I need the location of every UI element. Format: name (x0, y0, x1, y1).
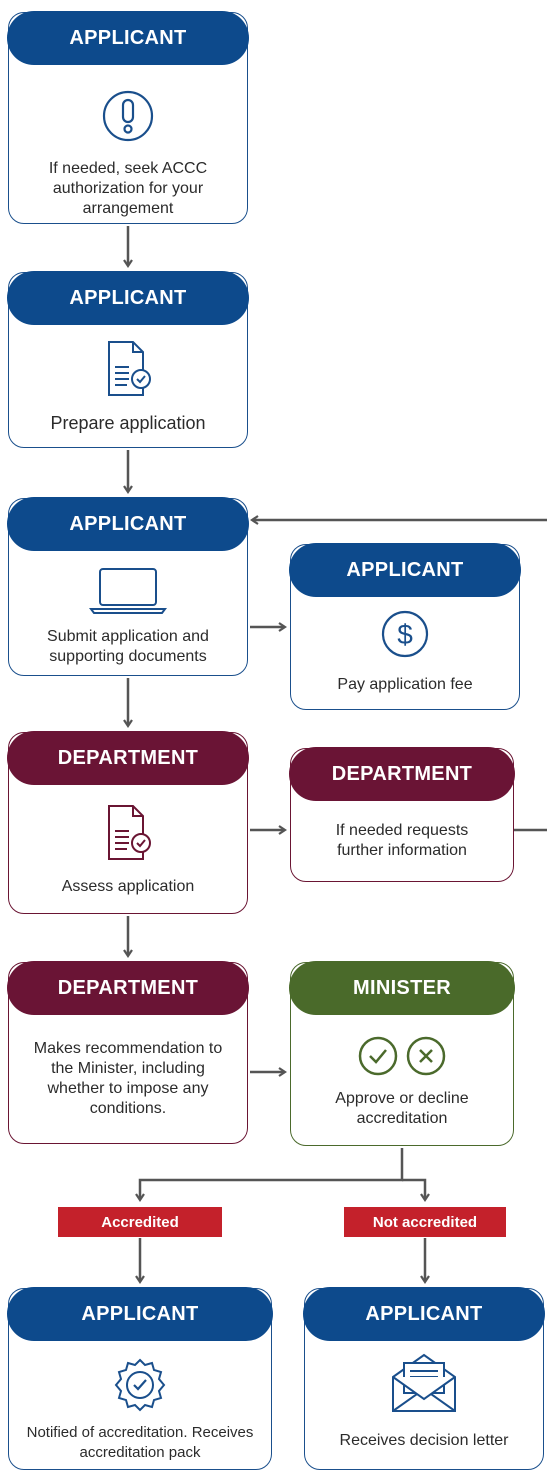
step-card-make-recommendation: DEPARTMENT Makes recommendation to the M… (7, 961, 249, 1144)
card-header: DEPARTMENT (7, 731, 249, 785)
card-text: Prepare application (50, 413, 206, 433)
step-card-notified-accreditation: APPLICANT Notified of accreditation. Rec… (7, 1287, 273, 1470)
svg-text:$: $ (397, 619, 413, 650)
step-card-pay-fee: APPLICANT $ Pay application fee (289, 543, 521, 710)
card-text: Pay application fee (337, 676, 473, 693)
dollar-circle-icon: $ (381, 610, 429, 658)
badge-accredited: Accredited (58, 1207, 222, 1237)
card-text: Receives decision letter (339, 1432, 509, 1449)
card-text: Makes recommendation to the Minister, in… (33, 1040, 223, 1117)
certificate-badge-icon (114, 1358, 166, 1412)
card-header: MINISTER (289, 961, 515, 1015)
step-card-prepare-application: APPLICANT Prepare application (7, 271, 249, 448)
card-header: APPLICANT (7, 271, 249, 325)
laptop-icon (89, 568, 167, 614)
step-card-submit-application: APPLICANT Submit application and support… (7, 497, 249, 676)
card-header: APPLICANT (289, 543, 521, 597)
step-card-assess-application: DEPARTMENT Assess application (7, 731, 249, 914)
card-header: DEPARTMENT (289, 747, 515, 801)
card-text: Notified of accreditation. Receives accr… (26, 1424, 254, 1461)
step-card-decision-letter: APPLICANT Receives decision letter (303, 1287, 545, 1470)
envelope-letter-icon (392, 1353, 456, 1412)
step-card-request-information: DEPARTMENT If needed requests further in… (289, 747, 515, 882)
card-header: APPLICANT (7, 497, 249, 551)
cross-circle-icon (406, 1036, 446, 1076)
step-card-seek-authorization: APPLICANT If needed, seek ACCC authoriza… (7, 11, 249, 224)
card-header: APPLICANT (7, 11, 249, 65)
card-text: Submit application and supporting docume… (47, 628, 209, 665)
check-circle-icon (358, 1036, 398, 1076)
document-check-icon (108, 341, 151, 396)
card-text: If needed, seek ACCC authorization for y… (48, 160, 208, 217)
card-text: If needed requests further information (335, 822, 469, 859)
card-text: Approve or decline accreditation (335, 1090, 469, 1127)
exclamation-circle-icon (102, 90, 154, 142)
card-header: APPLICANT (7, 1287, 273, 1341)
card-header: DEPARTMENT (7, 961, 249, 1015)
badge-not-accredited: Not accredited (344, 1207, 506, 1237)
document-check-icon (108, 805, 151, 860)
step-card-minister-decision: MINISTER Approve or decline accreditatio… (289, 961, 515, 1146)
card-text: Assess application (61, 878, 195, 895)
card-header: APPLICANT (303, 1287, 545, 1341)
